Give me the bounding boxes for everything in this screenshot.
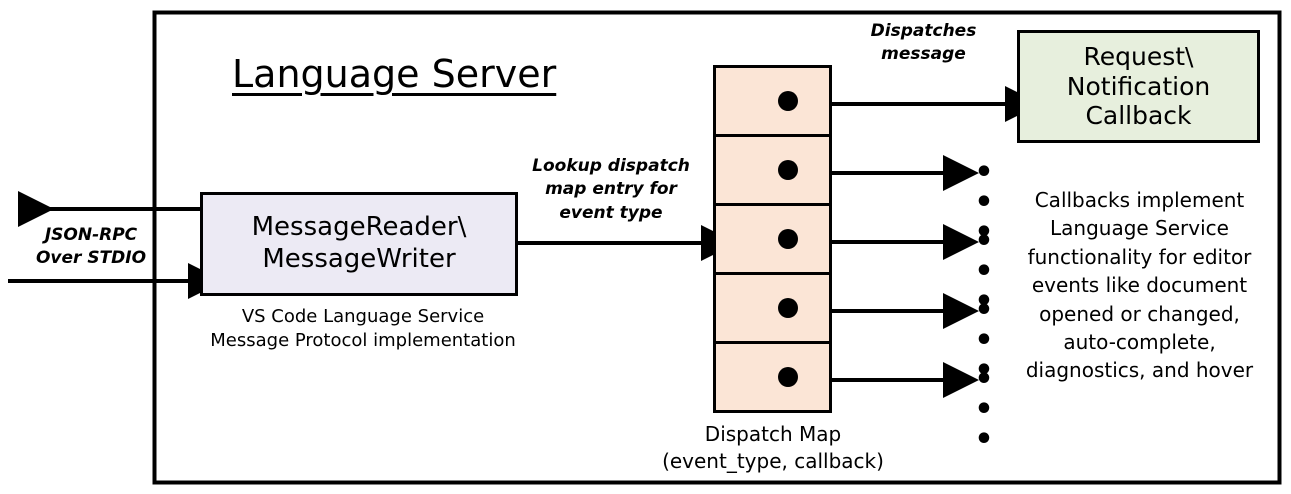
lookup-dispatch-label: Lookup dispatch map entry for event type	[532, 156, 690, 223]
request-notification-callback-box[interactable]: Request\ Notification Callback	[1017, 30, 1260, 143]
ellipsis-icon: • • •	[974, 362, 996, 457]
dispatch-map-row[interactable]	[713, 65, 832, 137]
callbacks-description: Callbacks implement Language Service fun…	[1025, 188, 1254, 383]
message-reader-writer-label: MessageReader\ MessageWriter	[251, 212, 467, 274]
dispatch-entry-dot-icon	[778, 229, 798, 249]
dispatch-entry-dot-icon	[778, 298, 798, 318]
dispatch-entry-dot-icon	[778, 160, 798, 180]
message-reader-writer-caption: VS Code Language Service Message Protoco…	[210, 306, 516, 352]
dispatch-map-caption: Dispatch Map (event_type, callback)	[662, 422, 884, 473]
language-server-boundary	[152, 10, 1282, 485]
dispatch-map-row[interactable]	[713, 134, 832, 206]
dispatch-map-row[interactable]	[713, 203, 832, 275]
dispatch-entry-dot-icon	[778, 91, 798, 111]
dispatch-map-row[interactable]	[713, 272, 832, 344]
dispatches-message-label: Dispatches message	[870, 21, 977, 65]
json-rpc-stdio-label: JSON-RPC Over STDIO	[35, 225, 147, 268]
dispatch-entry-dot-icon	[778, 367, 798, 387]
message-reader-writer-box[interactable]: MessageReader\ MessageWriter	[200, 192, 518, 296]
language-server-title: Language Server	[232, 52, 557, 96]
ellipsis-icon: • • •	[974, 155, 996, 250]
dispatch-map-row[interactable]	[713, 341, 832, 413]
dispatch-map-table[interactable]	[713, 65, 832, 413]
request-notification-callback-label: Request\ Notification Callback	[1066, 42, 1211, 131]
ellipsis-icon: • • •	[974, 224, 996, 319]
ellipsis-icon: • • •	[974, 293, 996, 388]
